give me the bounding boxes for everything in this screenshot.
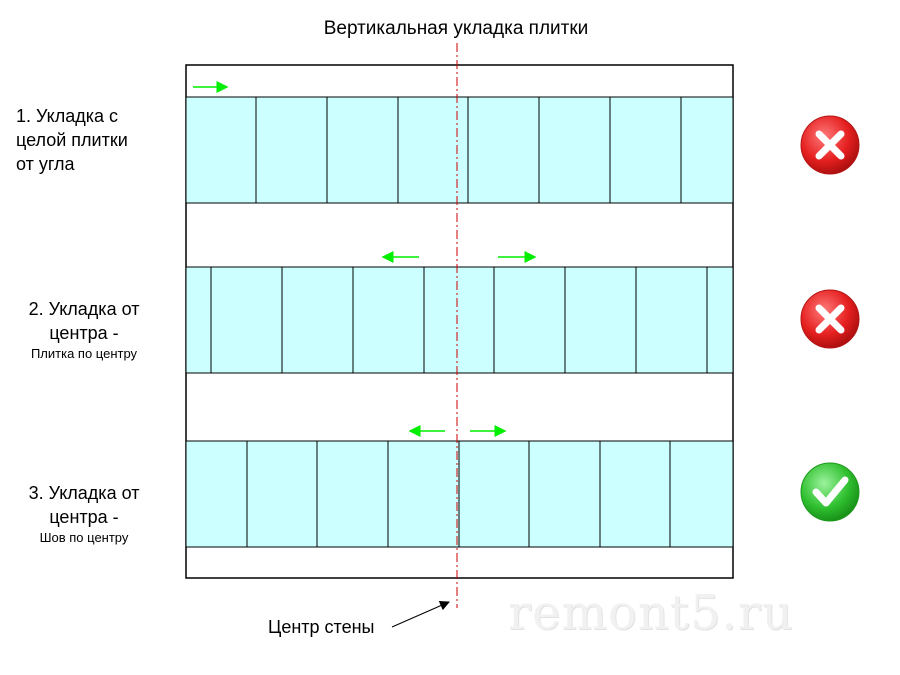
row-2-line2: центра - — [49, 323, 119, 343]
row-2-tiles — [185, 266, 734, 374]
row-3-line1: 3. Укладка от — [28, 483, 140, 503]
row-2-line1: 2. Укладка от — [28, 299, 140, 319]
row-1-line3: от угла — [16, 154, 75, 174]
row-3-label: 3. Укладка от центра - Шов по центру — [0, 481, 168, 547]
row-2-label: 2. Укладка от центра - Плитка по центру — [0, 297, 168, 363]
cross-icon — [800, 289, 860, 349]
row-1-label: 1. Укладка с целой плитки от угла — [16, 104, 128, 176]
wall-center-label: Центр стены — [268, 617, 375, 637]
row-3-tiles — [185, 440, 734, 548]
row-3-sub: Шов по центру — [39, 530, 129, 545]
cross-icon — [800, 115, 860, 175]
row-1-line2: целой плитки — [16, 130, 128, 150]
row-1-tiles — [185, 96, 734, 204]
center-pointer-arrow — [391, 601, 450, 628]
row-1-line1: 1. Укладка с — [16, 106, 119, 126]
check-icon — [800, 462, 860, 522]
row-2-sub: Плитка по центру — [30, 346, 138, 361]
diagram-title: Вертикальная укладка плитки — [323, 18, 589, 39]
watermark: remont5.ru — [508, 585, 794, 641]
row-3-line2: центра - — [49, 507, 119, 527]
